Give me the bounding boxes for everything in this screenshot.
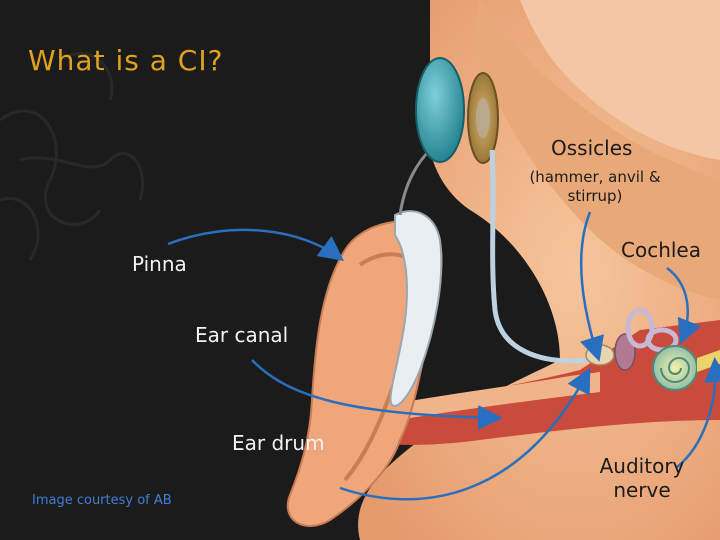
floral-background bbox=[0, 54, 143, 260]
label-ear-drum: Ear drum bbox=[232, 431, 325, 455]
arrow-pinna bbox=[168, 230, 340, 258]
slide-title: What is a CI? bbox=[28, 44, 223, 77]
label-auditory-nerve: Auditory nerve bbox=[592, 454, 692, 502]
label-ossicles-detail: (hammer, anvil & stirrup) bbox=[520, 168, 670, 206]
label-ear-canal: Ear canal bbox=[195, 323, 288, 347]
image-credit: Image courtesy of AB bbox=[32, 493, 172, 508]
cochlea bbox=[653, 346, 697, 390]
label-cochlea: Cochlea bbox=[621, 238, 701, 262]
headpiece-magnet bbox=[416, 58, 464, 162]
label-ossicles: Ossicles bbox=[551, 136, 632, 160]
implant-coil-center bbox=[476, 98, 490, 138]
label-pinna: Pinna bbox=[132, 252, 187, 276]
processor-cable bbox=[400, 150, 430, 215]
